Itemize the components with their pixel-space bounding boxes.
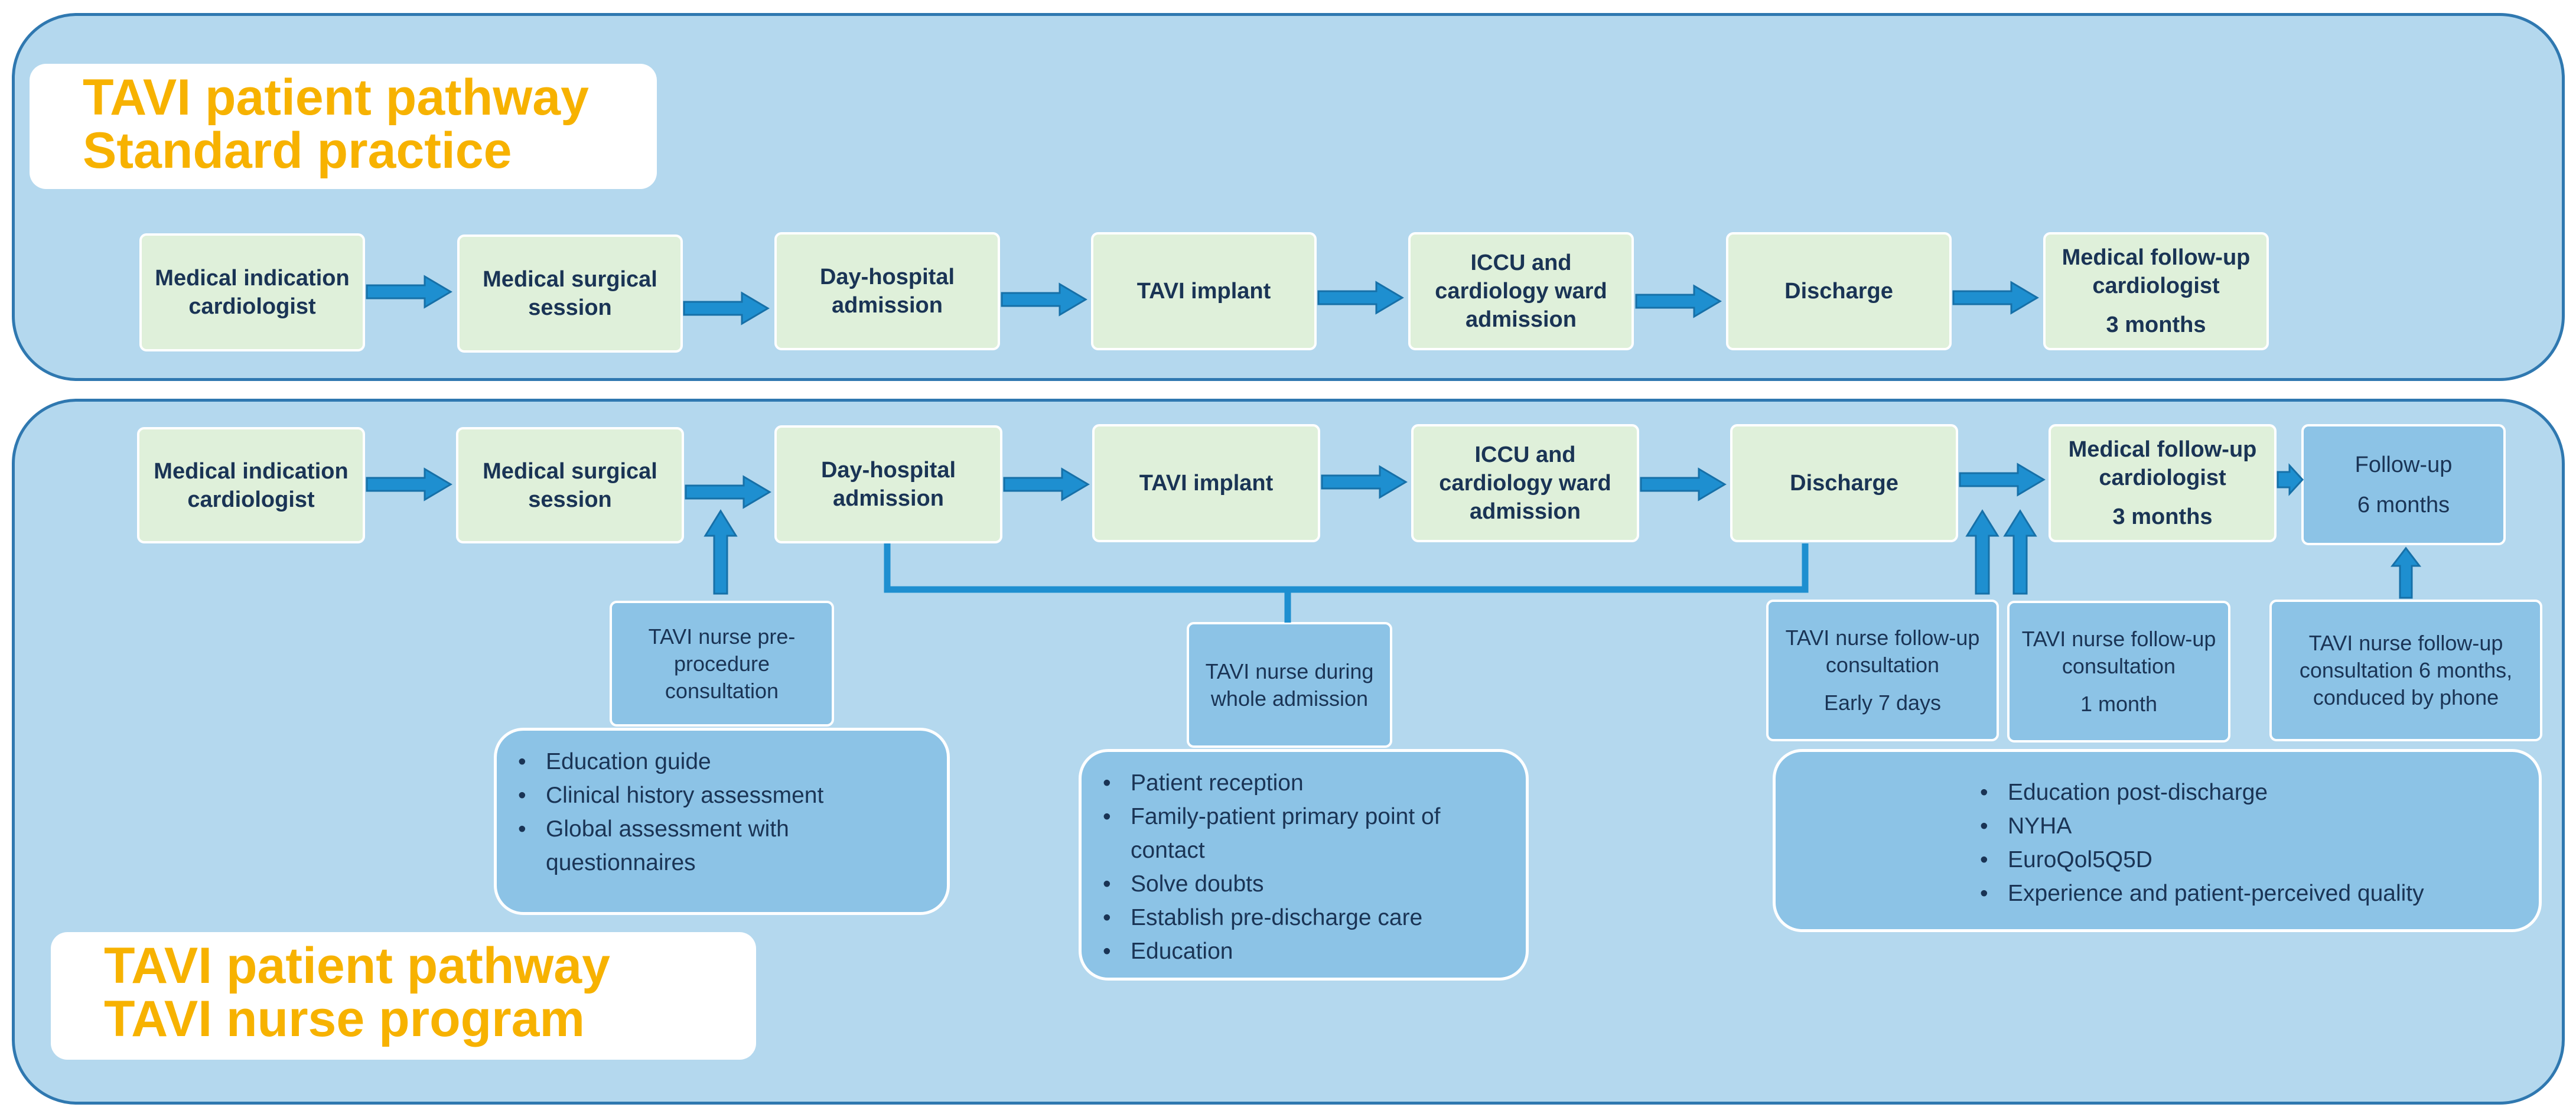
bullets-follow-up: Education post-discharge NYHA EuroQol5Q5…: [1773, 749, 2542, 932]
nurse-program-title-line1: TAVI patient pathway: [104, 937, 610, 994]
arrow-right-icon: [1952, 281, 2038, 314]
nurse-box-whole-admission: TAVI nurse during whole admission: [1187, 622, 1392, 748]
arrow-up-icon: [1966, 510, 1999, 595]
nurse-step-tavi-implant: TAVI implant: [1092, 424, 1320, 542]
bullet-item: EuroQol5Q5D: [1971, 843, 2527, 877]
standard-step-tavi-implant: TAVI implant: [1091, 232, 1317, 350]
arrow-right-icon: [1001, 283, 1087, 316]
nurse-7-days-sublabel: Early 7 days: [1823, 691, 1942, 715]
nurse-program-title-box: TAVI patient pathway TAVI nurse program: [51, 932, 756, 1060]
arrow-right-icon: [1003, 468, 1089, 501]
arrow-right-icon: [683, 292, 769, 325]
arrow-up-icon: [2390, 546, 2422, 599]
bullet-item: Patient reception: [1093, 766, 1514, 800]
arrow-right-icon: [1959, 463, 2045, 496]
arrow-right-icon: [2277, 463, 2304, 496]
standard-title-line1: TAVI patient pathway: [83, 69, 589, 126]
nurse-box-1-month: TAVI nurse follow-up consultation 1 mont…: [2007, 601, 2230, 743]
nurse-step-medical-indication: Medical indication cardiologist: [137, 427, 365, 543]
nurse-program-title-line2: TAVI nurse program: [104, 991, 585, 1047]
arrow-up-icon: [704, 510, 737, 595]
standard-step-surgical-session: Medical surgical session: [457, 235, 683, 353]
bullet-item: NYHA: [1971, 809, 2527, 843]
bullet-item: Global assessment with questionnaires: [509, 812, 935, 880]
nurse-box-6-months-phone: TAVI nurse follow-up consultation 6 mont…: [2269, 600, 2542, 741]
nurse-followup-sublabel: 3 months: [2112, 504, 2213, 529]
followup-6-sublabel: 6 months: [2357, 492, 2450, 517]
nurse-followup-label: Medical follow-up cardiologist: [2068, 437, 2257, 490]
bullet-item: Education: [1093, 934, 1514, 968]
nurse-1-month-label: TAVI nurse follow-up consultation: [2021, 627, 2216, 678]
bullets-pre-procedure: Education guide Clinical history assessm…: [494, 728, 950, 915]
bullet-item: Education guide: [509, 745, 935, 779]
bullet-item: Education post-discharge: [1971, 776, 2527, 809]
nurse-step-day-hospital: Day-hospital admission: [774, 425, 1002, 543]
arrow-right-icon: [1317, 281, 1403, 314]
nurse-step-followup-6-months: Follow-up 6 months: [2301, 424, 2506, 545]
standard-step-iccu-ward: ICCU and cardiology ward admission: [1408, 232, 1634, 350]
standard-step-day-hospital: Day-hospital admission: [774, 232, 1000, 350]
arrow-up-icon: [2004, 510, 2037, 595]
nurse-step-discharge: Discharge: [1730, 424, 1958, 542]
arrow-right-icon: [366, 468, 452, 501]
followup-6-label: Follow-up: [2354, 452, 2453, 477]
standard-title-line2: Standard practice: [83, 122, 512, 179]
arrow-right-icon: [685, 476, 771, 509]
nurse-1-month-sublabel: 1 month: [2080, 692, 2158, 716]
arrow-right-icon: [366, 275, 452, 308]
arrow-right-icon: [1640, 468, 1726, 501]
bullet-item: Clinical history assessment: [509, 779, 935, 812]
arrow-right-icon: [1635, 285, 1721, 318]
bullet-item: Experience and patient-perceived quality: [1971, 877, 2527, 910]
nurse-7-days-label: TAVI nurse follow-up consultation: [1785, 626, 1980, 677]
standard-followup-label: Medical follow-up cardiologist: [2062, 245, 2251, 298]
nurse-box-early-7-days: TAVI nurse follow-up consultation Early …: [1766, 600, 1999, 741]
bullet-item: Solve doubts: [1093, 867, 1514, 901]
standard-followup-sublabel: 3 months: [2106, 312, 2206, 337]
standard-step-discharge: Discharge: [1726, 232, 1952, 350]
arrow-right-icon: [1321, 465, 1407, 499]
standard-title-box: TAVI patient pathway Standard practice: [30, 64, 657, 189]
standard-step-medical-indication: Medical indication cardiologist: [139, 233, 365, 351]
admission-bracket: [884, 543, 1809, 593]
bullet-item: Family-patient primary point of contact: [1093, 800, 1514, 867]
bullet-item: Establish pre-discharge care: [1093, 901, 1514, 934]
bullets-whole-admission: Patient reception Family-patient primary…: [1079, 749, 1529, 981]
nurse-step-followup-3-months: Medical follow-up cardiologist 3 months: [2049, 424, 2277, 542]
standard-step-followup-3-months: Medical follow-up cardiologist 3 months: [2043, 232, 2269, 350]
nurse-step-iccu-ward: ICCU and cardiology ward admission: [1411, 424, 1639, 542]
nurse-box-pre-procedure: TAVI nurse pre-procedure consultation: [610, 601, 834, 727]
nurse-step-surgical-session: Medical surgical session: [456, 427, 684, 543]
